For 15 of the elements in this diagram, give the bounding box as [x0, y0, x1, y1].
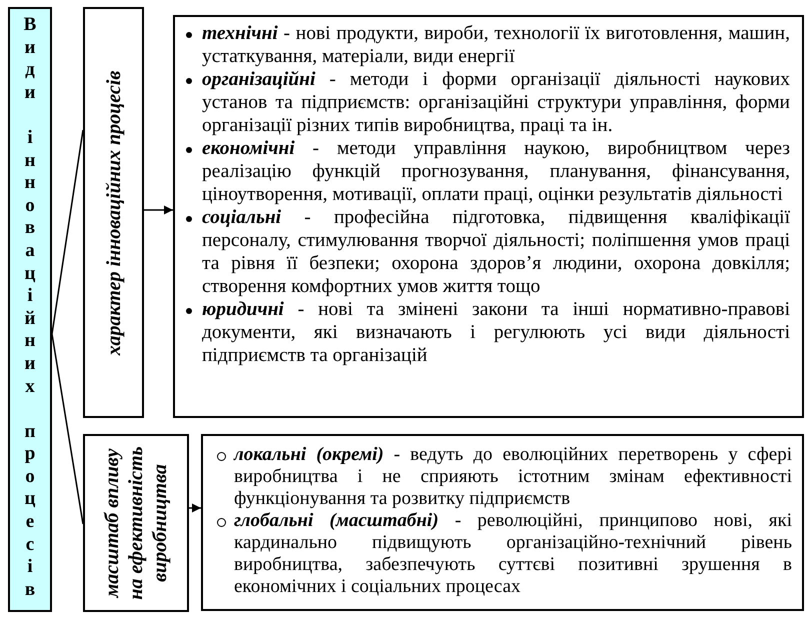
description-box [201, 434, 804, 611]
arrow [189, 504, 201, 512]
bullet-text: глобальні (масштабні) - революційні, принципово нові, які кардинально підвищують організаційно-технічний рівень виробництва, забезпечують суттєві позитивні зрушення в економічних і соціальних процесах [234, 510, 792, 598]
bullet-text: юридичні - нові та змінені закони та інші нормативно-правові документи, які визначають і регулюють усі види діяльності підприємств та організацій [202, 298, 790, 367]
arrow [144, 206, 173, 214]
category-label: характер інноваційних процесів [102, 69, 126, 358]
connector-line [51, 130, 84, 334]
category-box [83, 7, 144, 418]
description-box [173, 15, 804, 418]
category-box [83, 434, 189, 612]
bullet-text: організаційні - методи і форми організації діяльності наукових установ та підприємств: організаційні структури управління, форми організації різних типів виробництва, праці та ін. [202, 68, 790, 137]
category-label: масштаб впливу на ефективність виробництва [100, 445, 172, 602]
connector-line [51, 334, 84, 524]
vertical-heading: Види інноваційних процесів [22, 14, 38, 602]
heading-box [8, 7, 52, 612]
